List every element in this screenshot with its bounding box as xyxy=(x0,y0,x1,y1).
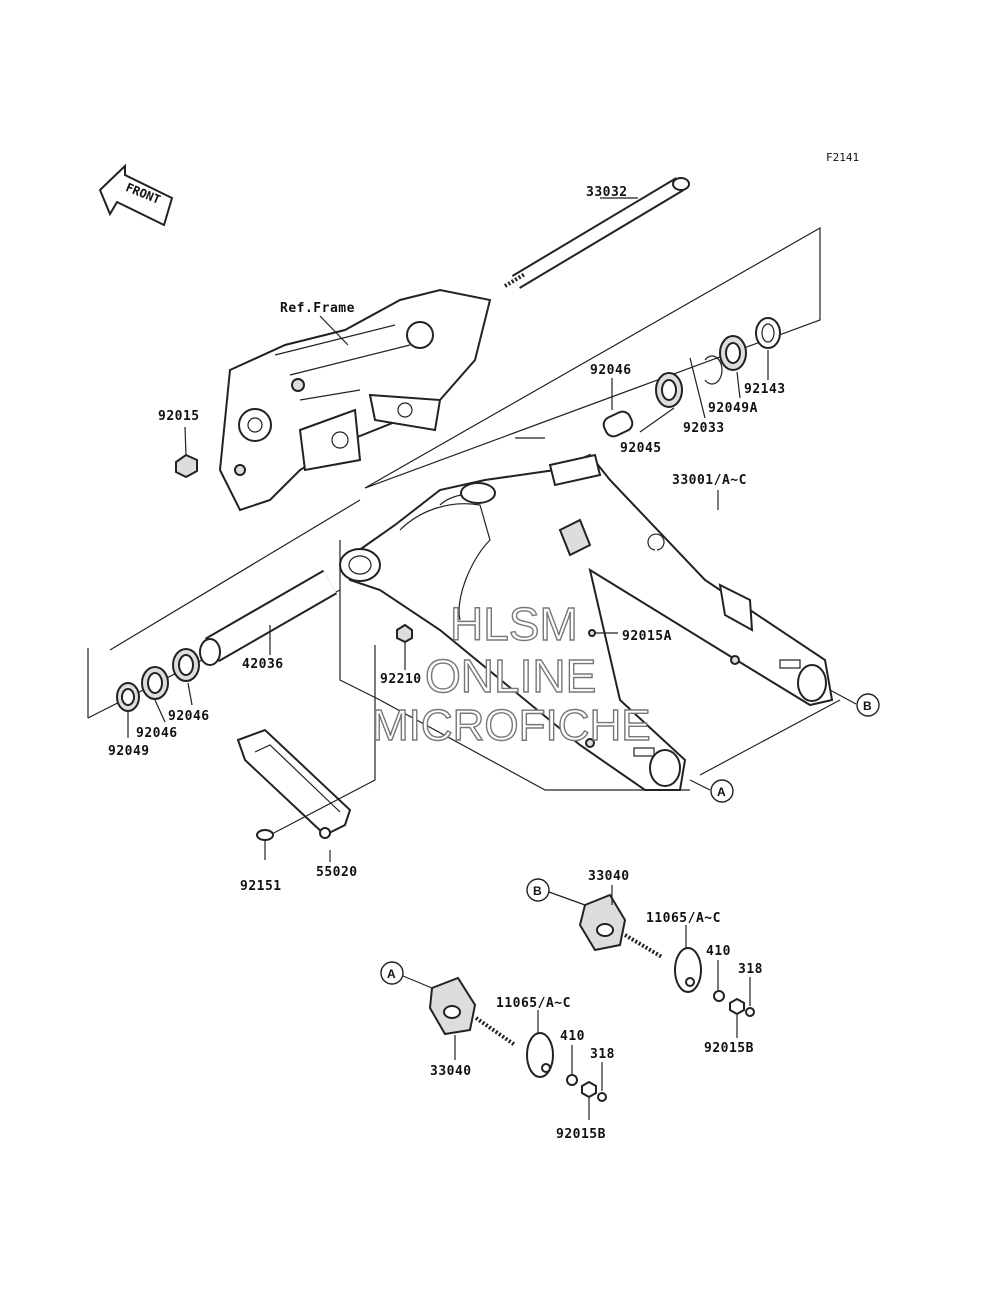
callout-a-swingarm xyxy=(710,779,734,803)
part-410-a: 410 xyxy=(560,1029,585,1044)
watermark-line-2: ONLINE xyxy=(425,650,596,702)
watermark-line-1: HLSM xyxy=(450,598,578,650)
part-92046-top: 92046 xyxy=(590,363,632,378)
callout-b-swingarm xyxy=(856,693,880,717)
part-92143: 92143 xyxy=(744,382,786,397)
part-11065-a: 11065/A~C xyxy=(496,996,571,1011)
callout-b-label: B xyxy=(863,699,872,713)
bolt-92210 xyxy=(396,623,413,644)
svg-text:B: B xyxy=(533,884,542,898)
callout-a-adjuster xyxy=(380,961,404,985)
ref-frame-label: Ref.Frame xyxy=(280,301,355,316)
part-92046-a: 92046 xyxy=(168,709,210,724)
part-92151: 92151 xyxy=(240,879,282,894)
front-arrow-icon: FRONT xyxy=(98,163,174,227)
svg-text:A: A xyxy=(387,967,396,981)
watermark-line-3: MICROFICHE xyxy=(372,701,651,750)
part-92015a: 92015A xyxy=(622,629,672,644)
part-92015: 92015 xyxy=(158,409,200,424)
axle-shaft xyxy=(503,177,690,289)
part-42036: 42036 xyxy=(242,657,284,672)
bearing-stack-right xyxy=(602,317,781,438)
part-92046-b: 92046 xyxy=(136,726,178,741)
part-92049: 92049 xyxy=(108,744,150,759)
bearing-stack-left xyxy=(116,648,200,712)
callout-b-adjuster xyxy=(526,878,550,902)
figure-code: F2141 xyxy=(826,151,859,164)
screw-92151 xyxy=(256,829,274,860)
part-33001: 33001/A~C xyxy=(672,473,747,488)
part-410-b: 410 xyxy=(706,944,731,959)
swingarm xyxy=(339,453,834,791)
part-55020: 55020 xyxy=(316,865,358,880)
part-92049a: 92049A xyxy=(708,401,758,416)
adjuster-a xyxy=(428,976,607,1102)
nut-92015 xyxy=(175,453,198,479)
part-318-a: 318 xyxy=(590,1047,615,1062)
pivot-sleeve xyxy=(199,569,337,666)
callout-a-label: A xyxy=(717,785,726,799)
frame-reference xyxy=(218,288,492,512)
part-318-b: 318 xyxy=(738,962,763,977)
part-92033: 92033 xyxy=(683,421,725,436)
part-92210: 92210 xyxy=(380,672,422,687)
part-33040-b: 33040 xyxy=(588,869,630,884)
chain-slider xyxy=(236,728,352,839)
watermark: HLSM ONLINE MICROFICHE xyxy=(371,597,651,750)
part-33032: 33032 xyxy=(586,185,628,200)
part-11065-b: 11065/A~C xyxy=(646,911,721,926)
part-92015b-a: 92015B xyxy=(556,1127,606,1142)
part-92015b-b: 92015B xyxy=(704,1041,754,1056)
part-92045: 92045 xyxy=(620,441,662,456)
part-33040-a: 33040 xyxy=(430,1064,472,1079)
adjuster-b xyxy=(578,893,755,1017)
